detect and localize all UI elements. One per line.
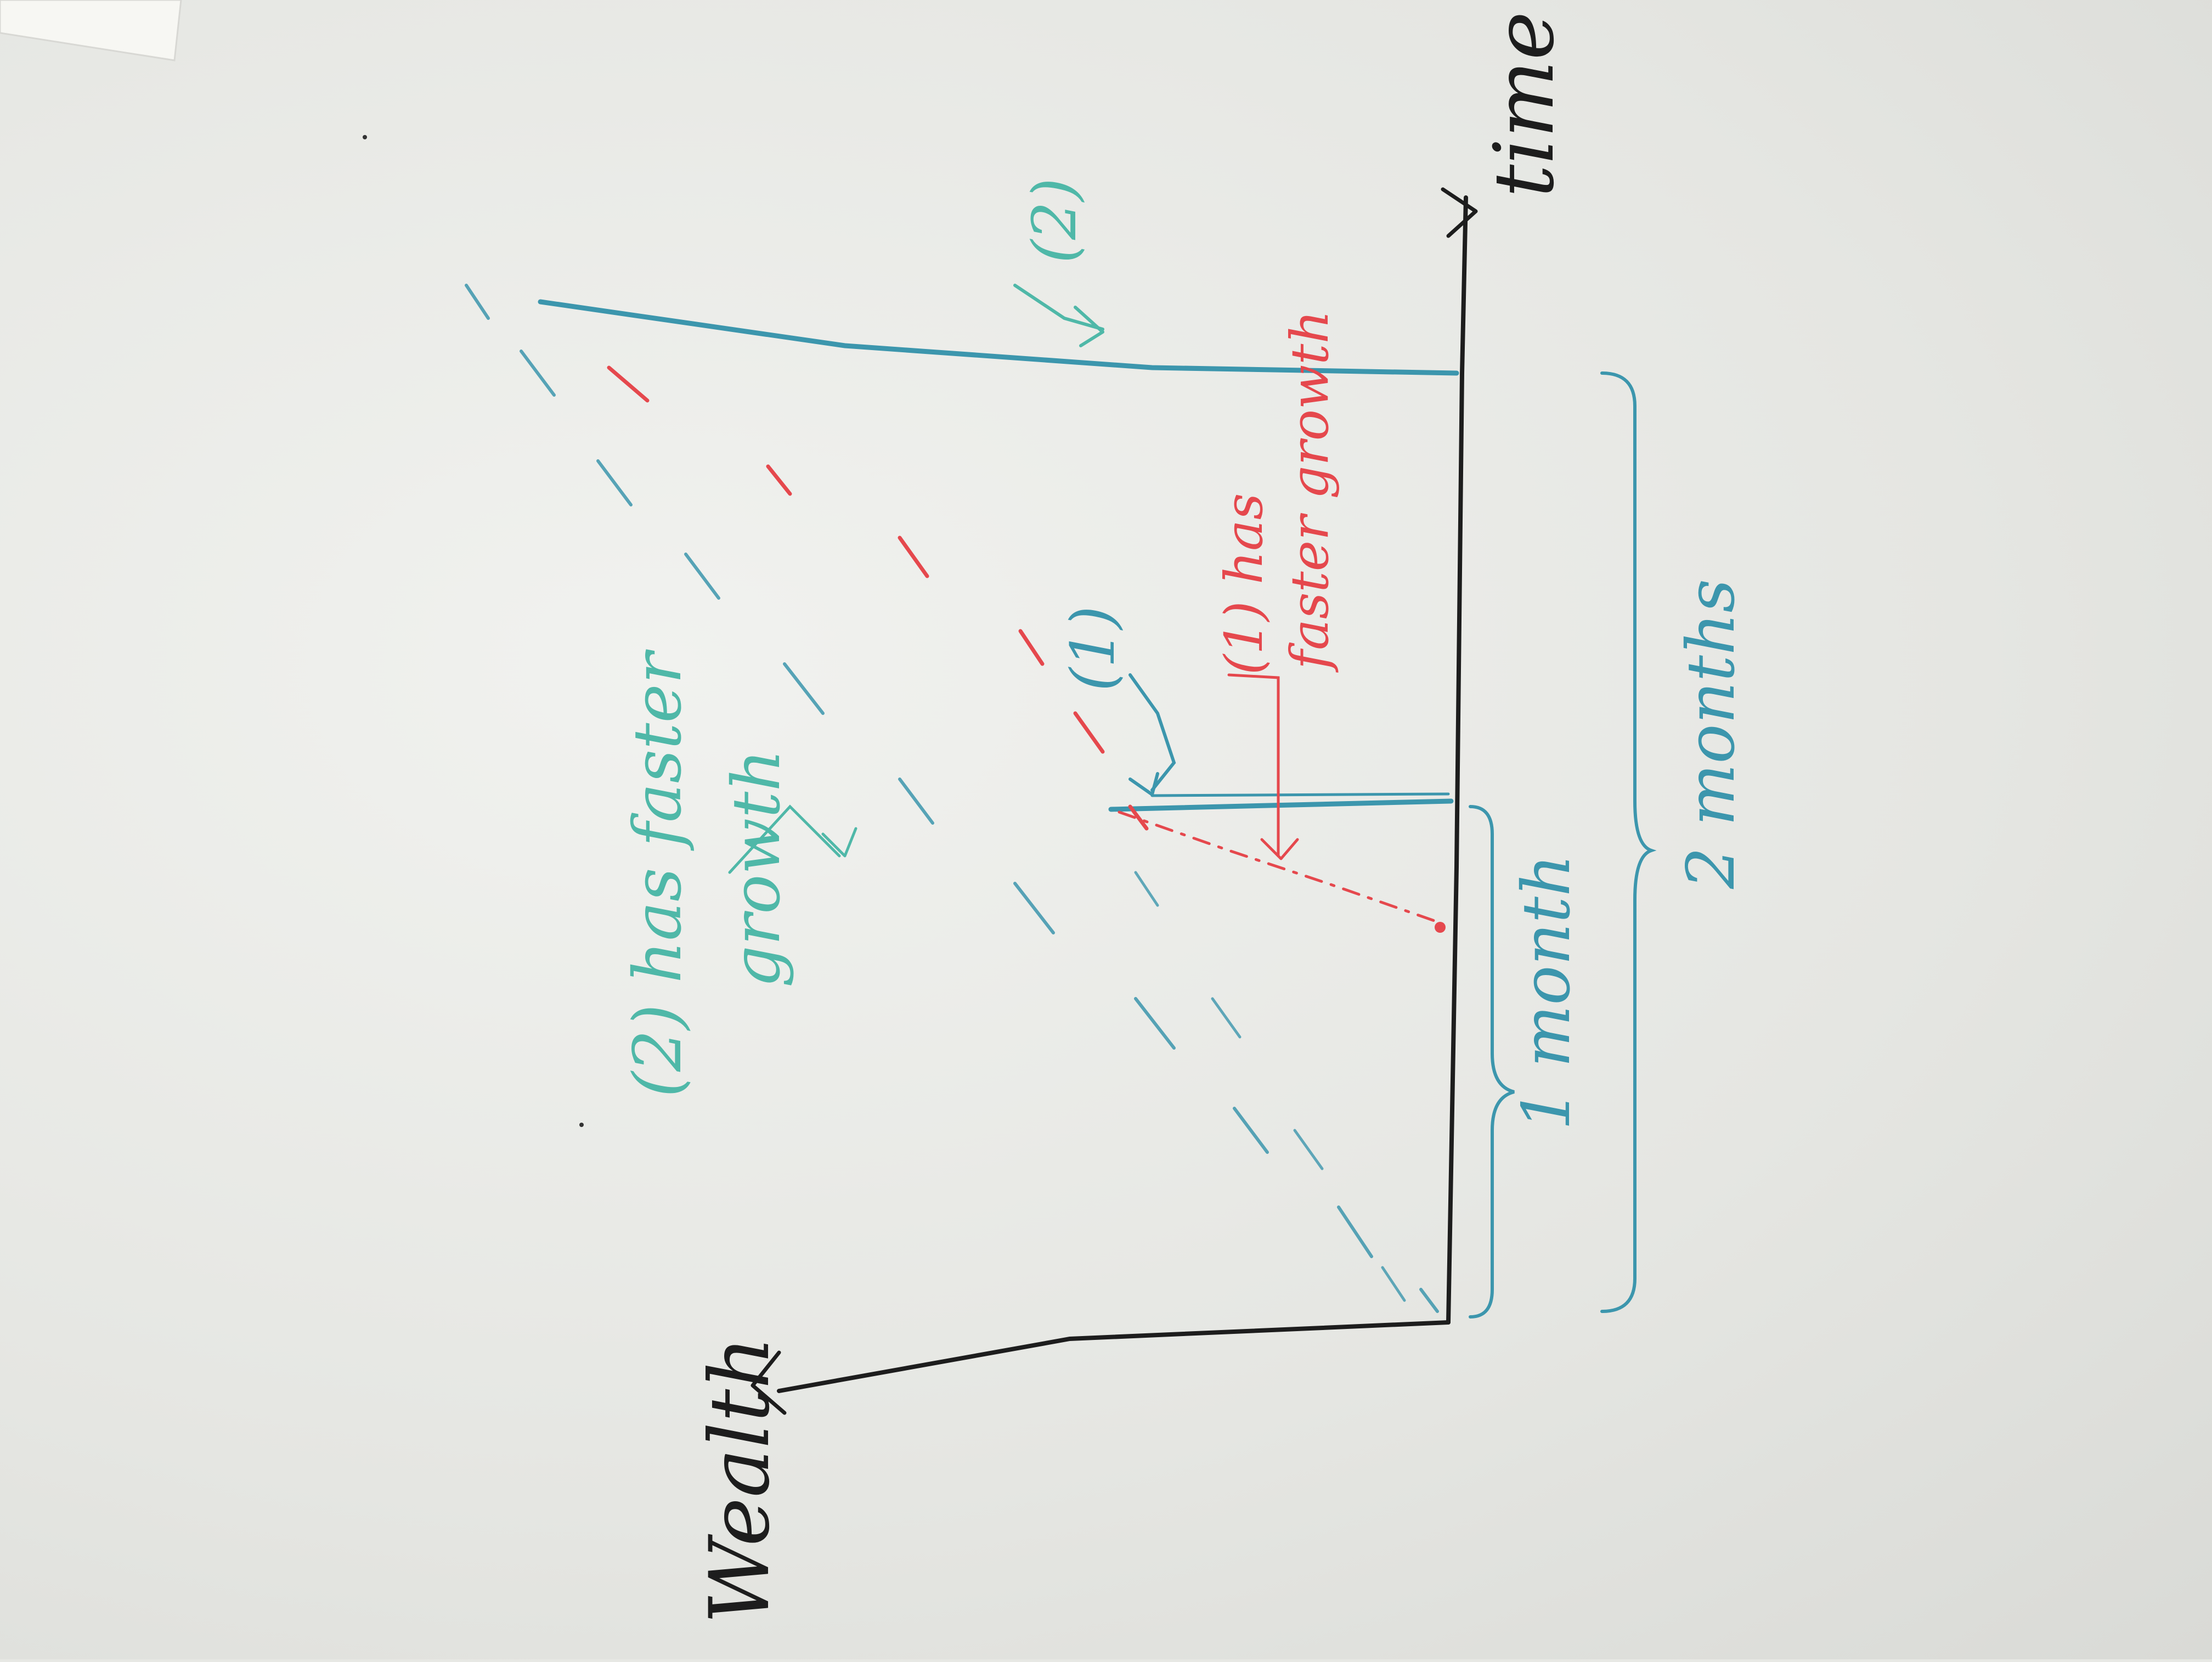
- red-note-line2: faster growth: [1280, 310, 1340, 673]
- line-2-marker: [538, 299, 1459, 376]
- paper-corner: [0, 0, 182, 61]
- red-drop-point: [1435, 922, 1446, 933]
- teal-note-line1: (2) has faster: [620, 649, 696, 1097]
- brace-1-month: [1469, 805, 1515, 1319]
- brace-2-months: [1600, 371, 1657, 1313]
- red-note-line1: (1) has: [1214, 493, 1274, 675]
- red-note-arrow: [1227, 673, 1280, 858]
- red-dash: [766, 464, 792, 496]
- growth-line-2-dashed: [465, 284, 1439, 1313]
- red-dash: [1128, 804, 1149, 831]
- teal-dash: [1419, 1288, 1439, 1313]
- time-axis: [1446, 195, 1468, 1325]
- board-speck: [363, 135, 367, 139]
- label-2-arrow: [1013, 284, 1104, 331]
- board-speck: [579, 1123, 584, 1127]
- teal-dash: [1211, 997, 1242, 1039]
- red-growth-line-dashed: [607, 365, 1149, 831]
- wealth-axis-arrowhead: [751, 1350, 787, 1415]
- teal-dash: [783, 662, 825, 715]
- teal-dash: [520, 350, 556, 397]
- line-1-marker-double: [1150, 792, 1450, 797]
- teal-dash: [1337, 1205, 1373, 1258]
- wealth-axis-label: Wealth: [692, 1336, 788, 1624]
- label-1: (1): [1058, 606, 1128, 691]
- wealth-axis: [777, 1320, 1451, 1393]
- red-dash: [1018, 629, 1045, 666]
- label-2-arrowhead: [1074, 306, 1104, 347]
- red-dash: [1073, 711, 1105, 754]
- brace-2-months-label: 2 months: [1673, 579, 1750, 889]
- red-drop-line: [1118, 810, 1439, 923]
- red-dash: [607, 365, 650, 403]
- teal-dash: [898, 778, 934, 825]
- time-axis-label: time: [1477, 12, 1572, 198]
- teal-dash: [596, 459, 633, 506]
- line-1-marker: [1108, 798, 1454, 812]
- time-axis-arrowhead: [1441, 187, 1478, 238]
- label-1-arrow: [1128, 673, 1176, 792]
- label-1-arrowhead: [1128, 772, 1159, 796]
- teal-dash: [1013, 882, 1055, 934]
- teal-dash: [1233, 1107, 1269, 1154]
- red-arrowhead: [1260, 838, 1299, 860]
- teal-dash: [465, 284, 490, 320]
- label-2: (2): [1019, 178, 1090, 263]
- growth-line-1-dashed: [1134, 871, 1406, 1302]
- teal-note-arrowhead: [821, 827, 857, 858]
- whiteboard-sketch: Wealth time (1) (2) (2) has faster growt…: [465, 12, 1750, 1624]
- brace-1-month-label: 1 month: [1509, 854, 1585, 1130]
- teal-dash: [1381, 1266, 1406, 1302]
- teal-dash: [1134, 997, 1176, 1050]
- teal-note-arrow: [728, 804, 841, 874]
- teal-dash: [684, 553, 720, 600]
- teal-dash: [1134, 871, 1159, 907]
- teal-note-line2: growth: [719, 749, 795, 988]
- teal-dash: [1293, 1129, 1324, 1170]
- red-dash: [898, 536, 929, 578]
